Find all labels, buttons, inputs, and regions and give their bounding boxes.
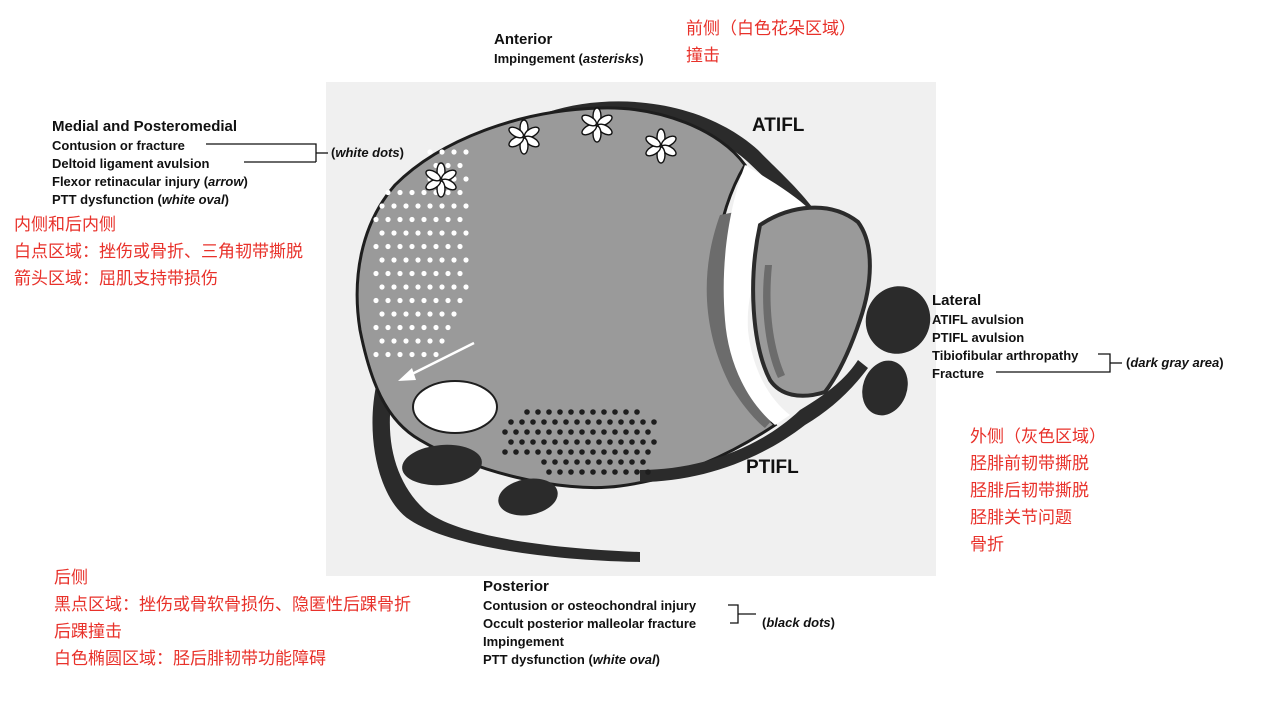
peroneal-tendon-1 [865, 286, 931, 354]
medial-line4: PTT dysfunction (white oval) [52, 192, 229, 207]
lateral-bracket-note: (dark gray area) [1126, 355, 1224, 370]
peroneal-tendon-2 [862, 360, 908, 416]
anterior-label: Anterior Impingement (asterisks) [494, 30, 644, 68]
posterior-band [640, 360, 868, 482]
lateral-title: Lateral [932, 292, 982, 309]
posterior-tendon-1 [402, 444, 482, 486]
anterior-line1: Impingement (asterisks) [494, 51, 644, 66]
posterior-label: Posterior Contusion or osteochondral inj… [483, 577, 696, 669]
lateral-line1: ATIFL avulsion [932, 312, 1024, 327]
posterior-title: Posterior [483, 578, 549, 595]
posterior-line3: Impingement [483, 634, 564, 649]
medial-title: Medial and Posteromedial [52, 118, 238, 135]
fibula-dark-gray-area [763, 265, 785, 378]
posterior-line4: PTT dysfunction (white oval) [483, 652, 660, 667]
lateral-label: Lateral ATIFL avulsion PTIFL avulsion Ti… [932, 291, 1078, 383]
ptifl-label: PTIFL [746, 457, 799, 478]
lateral-line4: Fracture [932, 366, 985, 381]
anterior-title: Anterior [494, 31, 553, 48]
medial-label: Medial and Posteromedial Contusion or fr… [52, 117, 248, 209]
flexor-retinacular-arrow [403, 341, 475, 380]
white-dots-area [373, 149, 469, 358]
medial-line3: Flexor retinacular injury (arrow) [52, 174, 248, 189]
medial-bracket-note: (white dots) [331, 145, 404, 160]
posterior-connector [728, 604, 739, 624]
atifl-label: ATIFL [752, 115, 805, 136]
posterior-line2: Occult posterior malleolar fracture [483, 616, 697, 631]
black-dots-area [502, 409, 657, 475]
zh-anterior-note: 前侧（白色花朵区域） 撞击 [686, 19, 856, 66]
zh-medial-note: 内侧和后内侧 白点区域：挫伤或骨折、三角韧带撕脱 箭头区域：屈肌支持带损伤 [14, 215, 303, 289]
lateral-line3: Tibiofibular arthropathy [932, 348, 1079, 363]
medial-line2: Deltoid ligament avulsion [52, 156, 210, 171]
medial-connector [206, 143, 317, 162]
arrow-head-icon [398, 368, 416, 381]
lateral-line2: PTIFL avulsion [932, 330, 1025, 345]
zh-posterior-note: 后侧 黑点区域：挫伤或骨软骨损伤、隐匿性后踝骨折 后踝撞击 白色椭圆区域：胫后腓… [54, 568, 411, 669]
posterior-line1: Contusion or osteochondral injury [483, 598, 697, 613]
white-oval [412, 380, 498, 434]
posterior-bracket-note: (black dots) [762, 615, 835, 630]
tibia-dark-gray-area [706, 210, 772, 428]
medial-line1: Contusion or fracture [52, 138, 185, 153]
zh-lateral-note: 外侧（灰色区域） 胫腓前韧带撕脱 胫腓后韧带撕脱 胫腓关节问题 骨折 [970, 427, 1106, 555]
fibula-bone [751, 205, 872, 398]
syndesmosis-gap [723, 165, 810, 425]
posterior-tendon-2 [498, 478, 558, 516]
asterisk-flowers [425, 107, 677, 198]
